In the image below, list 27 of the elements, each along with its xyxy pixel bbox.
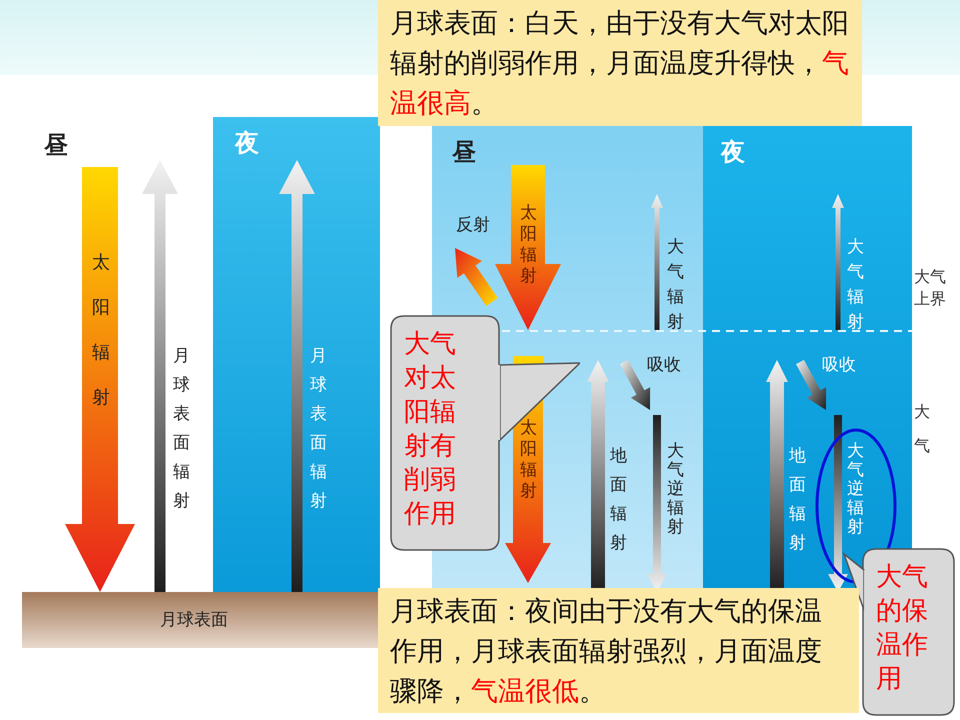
note-box: 月球表面：夜间由于没有大气的保温作用，月球表面辐射强烈，月面温度骤降，气温很低。 <box>378 588 859 713</box>
arrow-label: 月球表面辐射 <box>172 345 191 513</box>
layer-label: 大气 <box>913 401 931 457</box>
arrow-label: 太阳辐射 <box>519 418 538 502</box>
panel-heading: 昼 <box>44 133 68 157</box>
arrow-label: 反射 <box>456 217 490 234</box>
callout-text: 大气的保温作用 <box>876 561 929 696</box>
arrow-label: 大气辐射 <box>666 236 685 334</box>
boundary-label: 大气上界 <box>914 266 947 310</box>
ground-label: 月球表面 <box>160 612 228 629</box>
arrow-label: 大气逆辐射 <box>846 442 865 537</box>
arrow-label: 月球表面辐射 <box>309 345 328 513</box>
arrow-label: 地面辐射 <box>609 445 628 555</box>
callout-text: 大气对太阳辐射有削弱作用 <box>404 328 457 531</box>
panel-heading: 夜 <box>235 131 259 155</box>
note-box: 月球表面：白天，由于没有大气对太阳辐射的削弱作用，月面温度升得快，气温很高。 <box>378 0 862 126</box>
arrow-label: 大气辐射 <box>846 236 865 334</box>
arrow-label: 大气逆辐射 <box>666 442 685 537</box>
arrow-label: 地面辐射 <box>788 445 807 555</box>
arrow-label: 太阳辐射 <box>519 203 538 287</box>
panel-heading: 昼 <box>452 140 476 164</box>
arrow-label: 吸收 <box>647 357 681 374</box>
sky-panel <box>213 117 380 593</box>
ground-band <box>22 592 378 648</box>
panel-heading: 夜 <box>721 140 745 164</box>
arrow-label: 吸收 <box>822 357 856 374</box>
arrow-label: 太阳辐射 <box>91 251 111 410</box>
